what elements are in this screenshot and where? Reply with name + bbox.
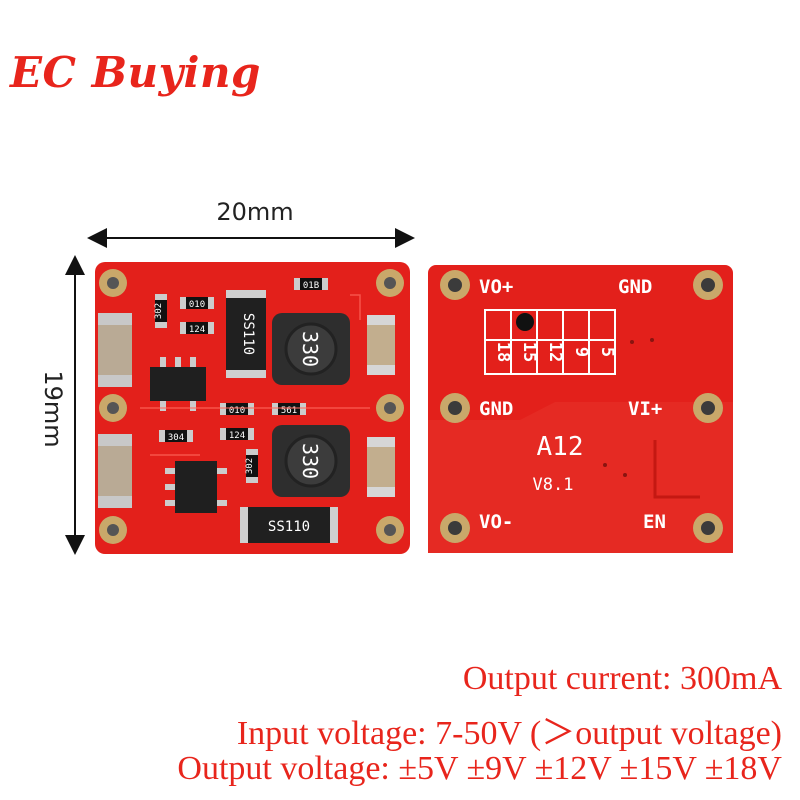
spec-output-current: Output current: 300mA: [462, 660, 782, 697]
jumper-label: 5: [597, 347, 617, 357]
front-pcb: 330 330 SS110 SS110 010 124: [95, 262, 410, 554]
resistor-label: 124: [229, 431, 245, 441]
resistor-label: 302: [245, 458, 255, 474]
model-label: A12: [537, 432, 584, 462]
pin-label-gnd-top: GND: [618, 276, 652, 298]
solder-blob: [516, 313, 534, 331]
pin-label-gnd-mid: GND: [479, 398, 513, 420]
resistor-label: 010: [189, 300, 205, 310]
back-pcb: VO+ GND GND VI+ VO- EN 18 15 12 9 5: [428, 265, 733, 553]
jumper-grid: [484, 309, 616, 375]
resistor-label: 302: [154, 303, 164, 319]
inductor-bottom-label: 330: [298, 443, 322, 479]
pin-label-en: EN: [643, 511, 666, 533]
resistor-label: 561: [281, 406, 297, 416]
diode-bottom-label: SS110: [268, 519, 310, 535]
spec-output-voltage: Output voltage: ±5V ±9V ±12V ±15V ±18V: [177, 750, 782, 787]
version-label: V8.1: [533, 475, 574, 495]
diode-top-label: SS110: [240, 313, 256, 355]
resistor-label: 010: [229, 406, 245, 416]
inductor-top-label: 330: [298, 331, 322, 367]
height-dimension-label: 19mm: [39, 370, 67, 448]
spec-input-voltage: Input voltage: 7-50V (＞output voltage): [236, 715, 782, 752]
pin-label-vo-minus: VO-: [479, 511, 513, 533]
resistor-label: 124: [189, 325, 205, 335]
brand-logo: EC Buying: [10, 48, 261, 97]
resistor-label: 304: [168, 433, 184, 443]
jumper-label: 12: [545, 342, 565, 362]
jumper-label: 15: [519, 342, 539, 362]
jumper-label: 9: [571, 347, 591, 357]
pin-label-vo-plus: VO+: [479, 276, 513, 298]
width-dimension-label: 20mm: [216, 198, 294, 226]
pin-label-vi-plus: VI+: [628, 398, 662, 420]
jumper-label: 18: [493, 342, 513, 362]
resistor-label: 01B: [303, 281, 319, 291]
